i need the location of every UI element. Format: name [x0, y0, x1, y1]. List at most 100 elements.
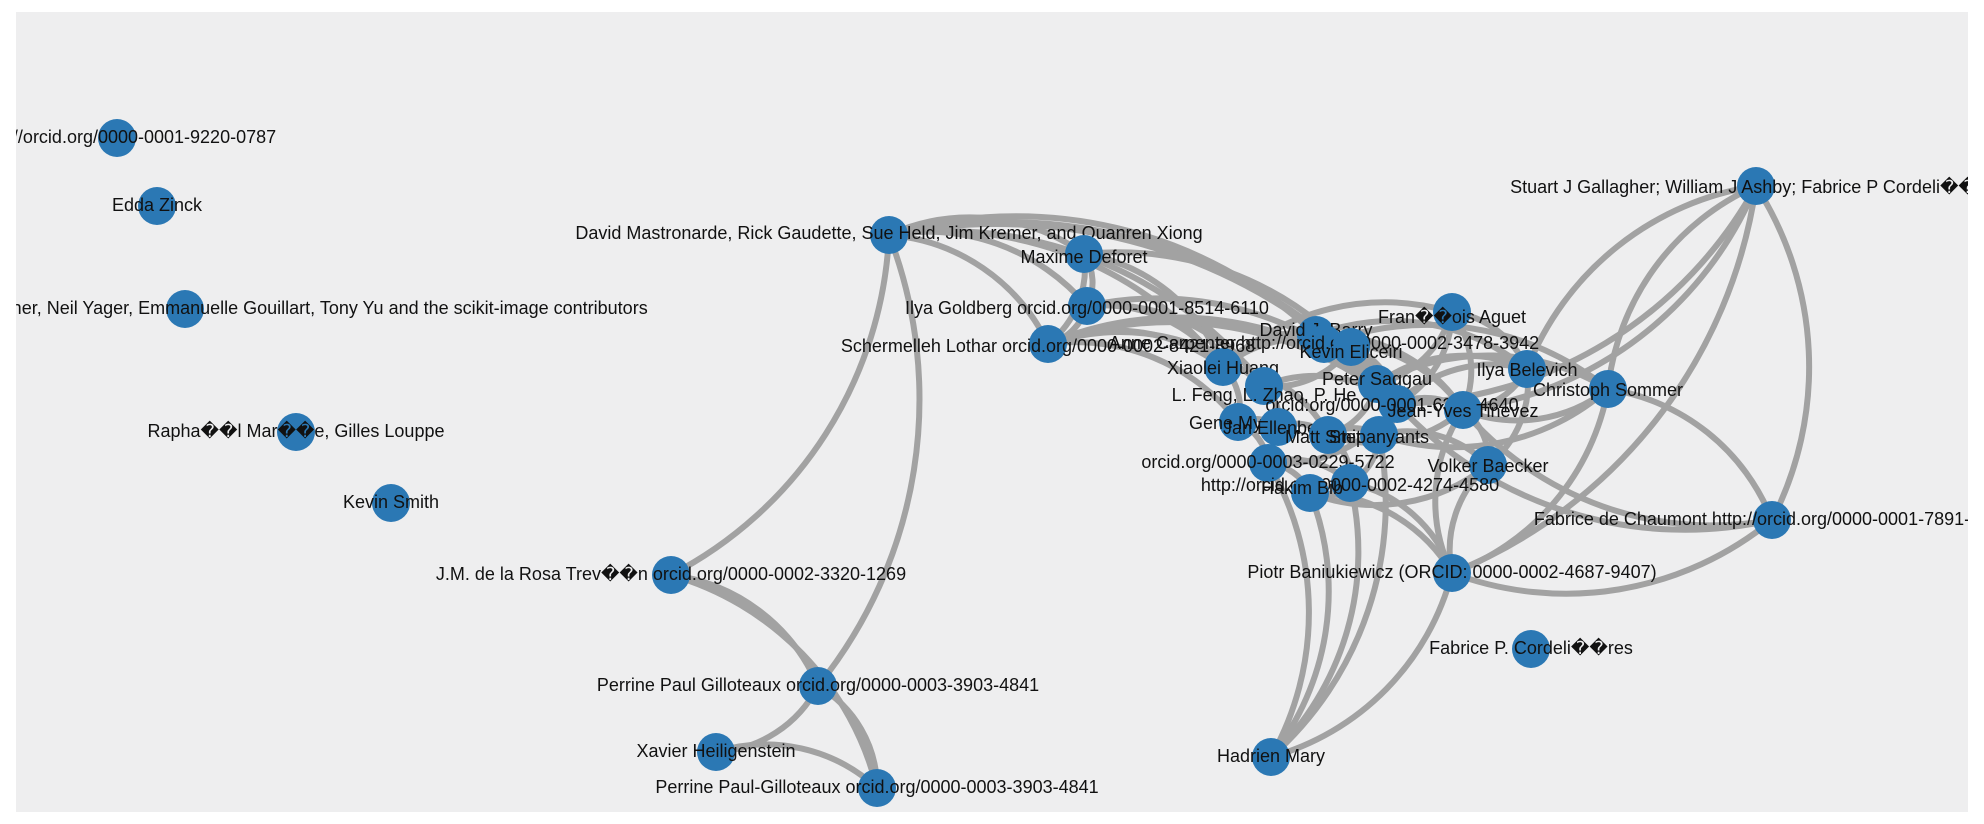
graph-node[interactable]: Fabrice P. Cordeli��res — [1429, 630, 1633, 668]
node-circle[interactable] — [1204, 348, 1242, 386]
node-circle[interactable] — [1331, 464, 1369, 502]
graph-edge — [1449, 517, 1775, 597]
node-circle[interactable] — [1753, 501, 1791, 539]
graph-node[interactable]: Stuart J Gallagher; William J Ashby; Fab… — [1510, 167, 1968, 205]
graph-node[interactable]: L. Feng, L. Zhao, P. He — [1172, 367, 1357, 405]
graph-node[interactable]: David Mastronarde, Rick Gaudette, Sue He… — [575, 216, 1203, 254]
node-circle[interactable] — [138, 187, 176, 225]
graph-edge — [1460, 183, 1759, 413]
graph-node[interactable]: Fran��ois Aguet — [1378, 293, 1526, 331]
graph-edge — [1268, 432, 1389, 760]
graph-node[interactable]: n, http://orcid.org/0000-0001-9220-0787 — [16, 119, 276, 157]
node-circle[interactable] — [1245, 367, 1283, 405]
node-circle[interactable] — [1291, 474, 1329, 512]
node-circle[interactable] — [799, 667, 837, 705]
node-circle[interactable] — [1068, 287, 1106, 325]
node-circle[interactable] — [1378, 385, 1416, 423]
graph-node[interactable]: Ilya Goldberg orcid.org/0000-0001-8514-6… — [905, 287, 1269, 325]
node-circle[interactable] — [98, 119, 136, 157]
graph-node[interactable]: Stepanyants — [1329, 416, 1429, 454]
graph-edge — [713, 741, 880, 791]
graph-node[interactable]: Matt Smith — [1285, 416, 1371, 454]
node-circle[interactable] — [1249, 444, 1287, 482]
node-label: Rapha��l Mar��e, Gilles Louppe — [148, 420, 445, 441]
graph-node[interactable]: Xavier Heiligenstein — [636, 733, 796, 771]
node-label: Fabrice P. Cordeli��res — [1429, 637, 1633, 658]
graph-edge — [1268, 480, 1362, 760]
graph-edge — [668, 232, 892, 578]
graph-edge — [1460, 386, 1611, 424]
node-circle[interactable] — [1332, 328, 1370, 366]
graph-node[interactable]: orcid.org/0000-0003-0229-5722 — [1141, 444, 1395, 482]
graph-node[interactable]: J.M. de la Rosa Trev��n orcid.org/0000-0… — [436, 556, 906, 594]
graph-node[interactable]: Edda Zinck — [112, 187, 203, 225]
graph-edge — [1321, 321, 1611, 392]
node-label: David Mastronarde, Rick Gaudette, Sue He… — [575, 223, 1202, 243]
graph-node[interactable]: Jean-Yves Tinevez — [1387, 391, 1539, 429]
graph-node[interactable]: Rapha��l Mar��e, Gilles Louppe — [148, 413, 445, 451]
graph-edge — [1265, 460, 1312, 760]
graph-node[interactable]: Jan Ellenberg — [1223, 408, 1333, 446]
graph-canvas[interactable]: n, http://orcid.org/0000-0001-9220-0787E… — [16, 12, 1968, 812]
graph-node[interactable]: Kevin Eliceiri — [1299, 328, 1403, 366]
graph-node[interactable]: Kevin Smith — [343, 484, 439, 522]
node-label: Peter Saggau — [1322, 369, 1432, 389]
node-circle[interactable] — [1737, 167, 1775, 205]
graph-edge — [886, 213, 1319, 338]
graph-node[interactable]: Volker Baecker — [1427, 446, 1549, 484]
node-circle[interactable] — [166, 290, 204, 328]
node-label: Xavier Heiligenstein — [636, 741, 795, 761]
node-label: L. Feng, L. Zhao, P. He — [1172, 385, 1357, 405]
node-circle[interactable] — [1029, 325, 1067, 363]
node-label: n, http://orcid.org/0000-0001-9220-0787 — [16, 127, 276, 147]
node-circle[interactable] — [870, 216, 908, 254]
graph-edge — [1268, 490, 1332, 760]
node-label: Kevin Eliceiri — [1299, 342, 1402, 362]
graph-edge — [1753, 183, 1813, 523]
graph-node[interactable]: Fabrice de Chaumont http://orcid.org/000… — [1534, 501, 1968, 539]
node-label: Matt Smith — [1285, 427, 1371, 447]
node-circle[interactable] — [1469, 446, 1507, 484]
node-label: Schermelleh Lothar orcid.org/0000-0002-8… — [841, 336, 1255, 356]
node-label: Volker Baecker — [1427, 456, 1548, 476]
node-label: Perrine Paul-Gilloteaux orcid.org/0000-0… — [655, 777, 1098, 797]
node-layer: n, http://orcid.org/0000-0001-9220-0787E… — [16, 119, 1968, 807]
node-circle[interactable] — [1444, 391, 1482, 429]
node-circle[interactable] — [372, 484, 410, 522]
node-circle[interactable] — [1512, 630, 1550, 668]
node-circle[interactable] — [1219, 403, 1257, 441]
graph-node[interactable]: an��ois Boulogne, Joshua D. Warner, Neil… — [16, 290, 648, 328]
graph-node[interactable]: Piotr Baniukiewicz (ORCID: 0000-0002-468… — [1247, 554, 1657, 592]
node-circle[interactable] — [1589, 370, 1627, 408]
node-circle[interactable] — [1309, 416, 1347, 454]
node-circle[interactable] — [1433, 293, 1471, 331]
graph-node[interactable]: http://orcid.org/0000-0002-4274-4580 — [1201, 464, 1499, 502]
node-circle[interactable] — [652, 556, 690, 594]
node-circle[interactable] — [1508, 350, 1546, 388]
node-circle[interactable] — [697, 733, 735, 771]
node-circle[interactable] — [1065, 235, 1103, 273]
node-circle[interactable] — [1252, 738, 1290, 776]
graph-node[interactable]: Maxime Deforet — [1020, 235, 1148, 273]
node-circle[interactable] — [1360, 416, 1398, 454]
graph-node[interactable]: Perrine Paul Gilloteaux orcid.org/0000-0… — [597, 667, 1039, 705]
node-label: Stuart J Gallagher; William J Ashby; Fab… — [1510, 176, 1968, 197]
node-circle[interactable] — [858, 769, 896, 807]
graph-node[interactable]: Christoph Sommer — [1533, 370, 1683, 408]
graph-node[interactable]: Hadrien Mary — [1217, 738, 1325, 776]
node-label: orcid.org/0000-0003-0229-5722 — [1141, 452, 1394, 472]
graph-edge — [1045, 339, 1241, 425]
graph-node[interactable]: Perrine Paul-Gilloteaux orcid.org/0000-0… — [655, 769, 1099, 807]
node-circle[interactable] — [277, 413, 315, 451]
node-circle[interactable] — [1433, 554, 1471, 592]
graph-node[interactable]: Ilya Belevich — [1476, 350, 1578, 388]
node-label: Ilya Goldberg orcid.org/0000-0001-8514-6… — [905, 298, 1269, 318]
node-label: Fabrice de Chaumont http://orcid.org/000… — [1534, 509, 1968, 529]
node-label: Hakim Bib — [1261, 478, 1343, 498]
node-circle[interactable] — [1259, 408, 1297, 446]
graph-edge — [668, 572, 880, 791]
graph-node[interactable]: Hakim Bib — [1261, 474, 1343, 512]
node-label: Edda Zinck — [112, 195, 203, 215]
graph-edge — [1524, 183, 1759, 372]
graph-node[interactable]: Schermelleh Lothar orcid.org/0000-0002-8… — [841, 325, 1255, 363]
